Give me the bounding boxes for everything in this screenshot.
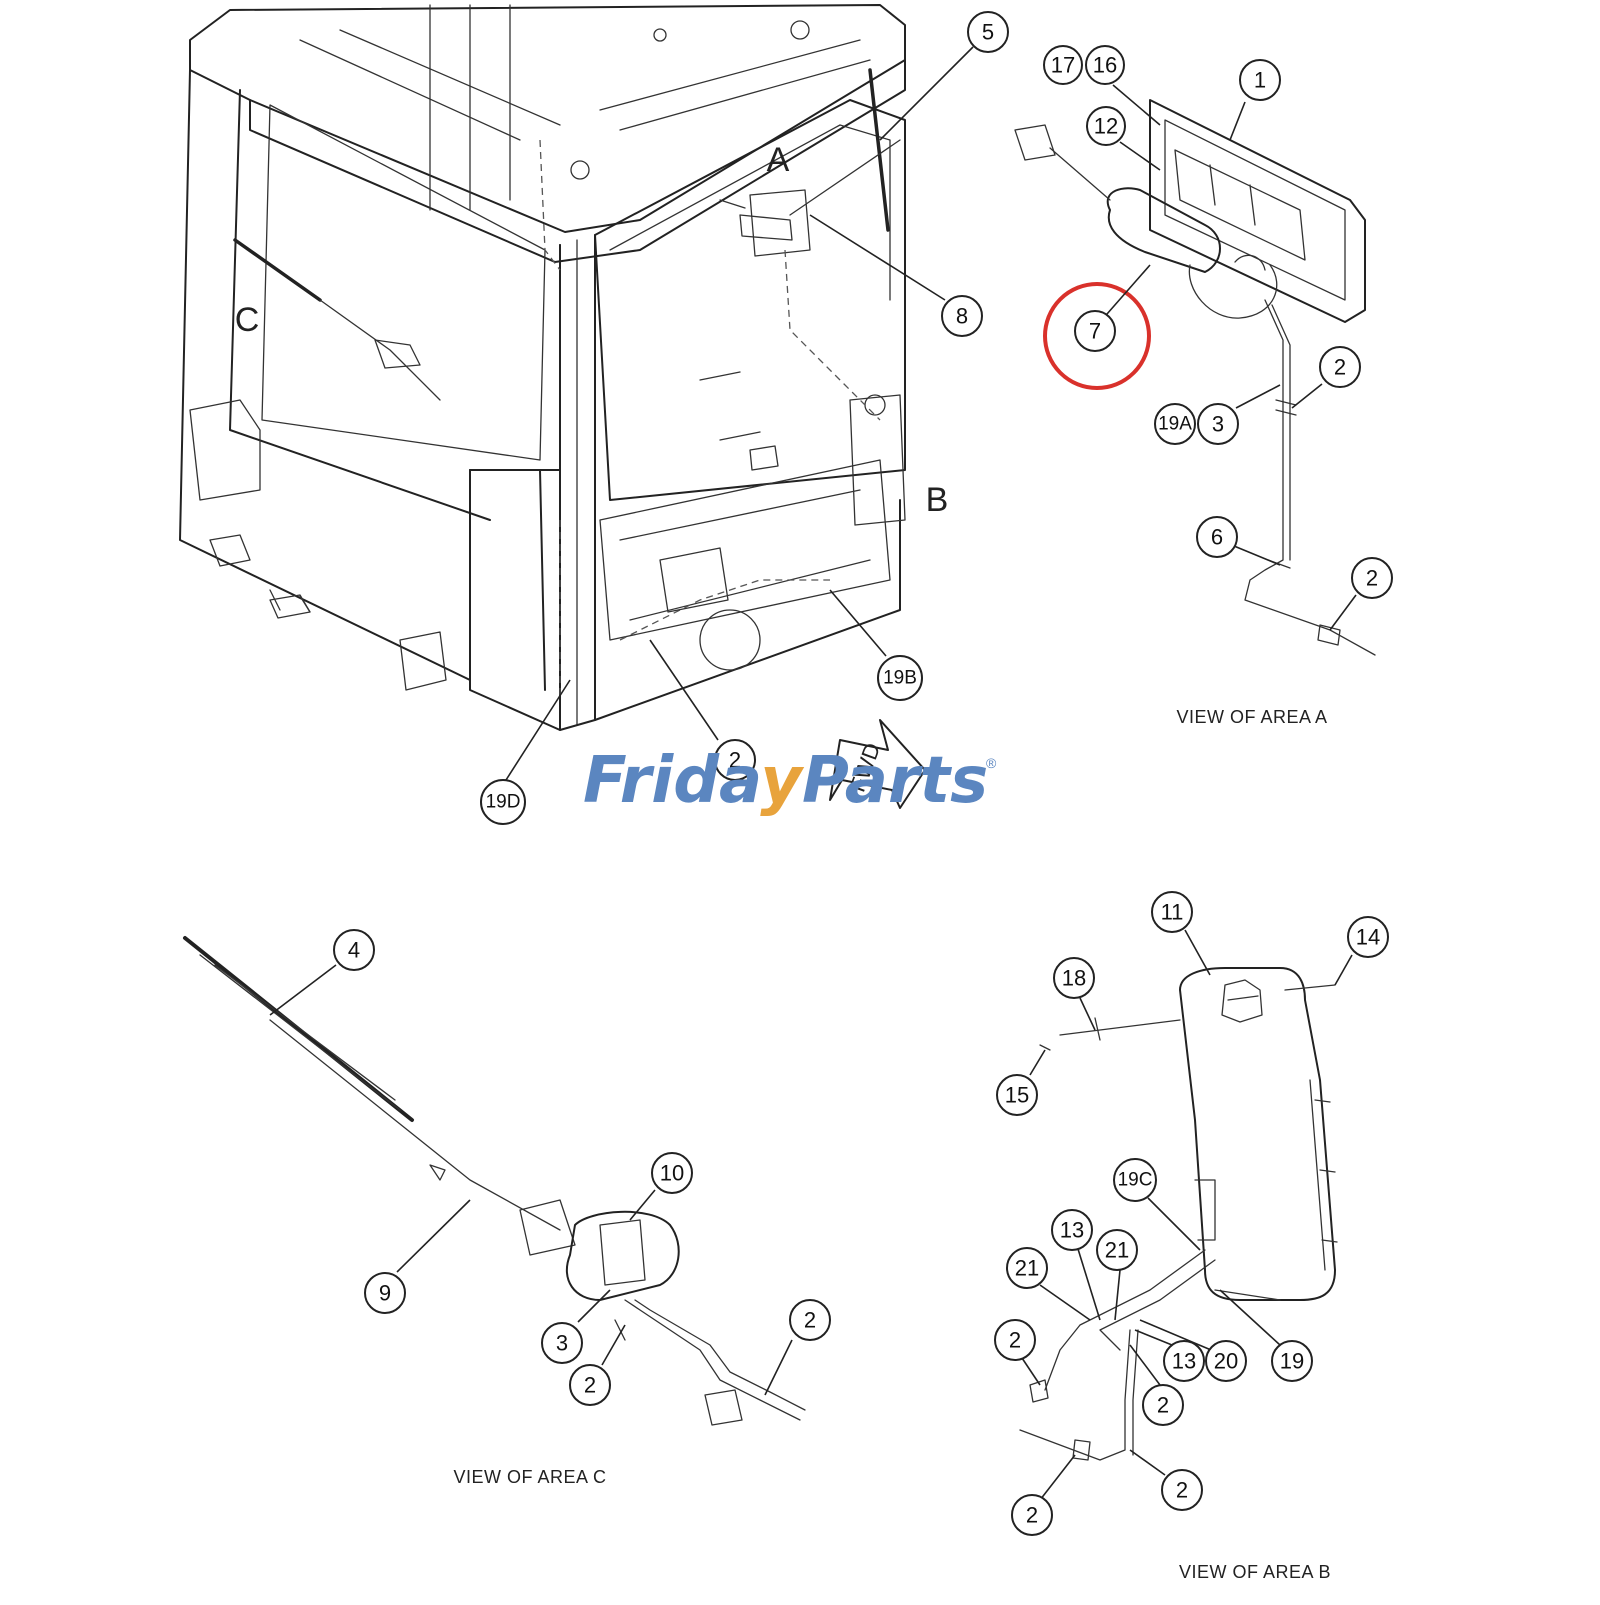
callout: 5 (967, 11, 1009, 53)
callout-label: 2 (1366, 566, 1378, 591)
callout-label: 10 (660, 1161, 684, 1186)
callout-label: 9 (379, 1281, 391, 1306)
callout-label: 19C (1118, 1170, 1153, 1191)
callout-label: 2 (729, 748, 741, 773)
callout-label: 3 (1212, 412, 1224, 437)
svg-text:FridayParts: FridayParts (583, 744, 988, 818)
caption-area-c: VIEW OF AREA C (453, 1467, 606, 1487)
watermark-text-part1: Frida (583, 744, 760, 818)
callout-label: 18 (1062, 966, 1086, 991)
caption-area-a: VIEW OF AREA A (1176, 707, 1327, 727)
callout: 8 (941, 295, 983, 337)
callout: 1 (1239, 59, 1281, 101)
callout-label: 3 (556, 1331, 568, 1356)
callout-label: 21 (1015, 1256, 1039, 1281)
callout: 19C (1113, 1158, 1157, 1202)
callout: 3 (1197, 403, 1239, 445)
callout: 21 (1006, 1247, 1048, 1289)
callout-label: 21 (1105, 1238, 1129, 1263)
callout: 6 (1196, 516, 1238, 558)
highlight-ring (1043, 282, 1151, 390)
callout: 10 (651, 1152, 693, 1194)
leader-lines (269, 46, 1357, 1501)
callout-label: 2 (1026, 1503, 1038, 1528)
callout: 2 (714, 739, 756, 781)
callout: 2 (1161, 1469, 1203, 1511)
callout: 3 (541, 1322, 583, 1364)
callout: 13 (1163, 1340, 1205, 1382)
callout: 12 (1086, 106, 1126, 146)
area-letter-a: A (767, 141, 790, 179)
callout-label: 19A (1158, 414, 1192, 435)
callout: 2 (994, 1319, 1036, 1361)
callout: 2 (1011, 1494, 1053, 1536)
watermark-text-part2: Parts (802, 744, 988, 818)
callout-label: 2 (1009, 1328, 1021, 1353)
callout-label: 12 (1094, 114, 1118, 139)
callout: 2 (1351, 557, 1393, 599)
callout-label: 5 (982, 20, 994, 45)
area-letter-b: B (926, 481, 949, 519)
callout: 19 (1271, 1340, 1313, 1382)
callout-label: 19 (1280, 1349, 1304, 1374)
callout: 16 (1085, 45, 1125, 85)
callout-label: 8 (956, 304, 968, 329)
callout: 2 (569, 1364, 611, 1406)
watermark-check-glyph: y (760, 744, 804, 818)
callout-label: 11 (1161, 900, 1184, 925)
callout: 7 (1074, 310, 1116, 352)
callout: 4 (333, 929, 375, 971)
area-c-illustration (183, 936, 806, 1426)
area-a-illustration (1014, 99, 1376, 656)
callout-label: 2 (584, 1373, 596, 1398)
callout-label: 19B (883, 668, 917, 689)
callout-label: 17 (1051, 53, 1075, 78)
callout: 18 (1053, 957, 1095, 999)
area-letter-c: C (235, 301, 260, 339)
callout-label: 13 (1172, 1349, 1196, 1374)
callout: 20 (1205, 1340, 1247, 1382)
callout-label: 13 (1060, 1218, 1084, 1243)
callout: 19B (877, 655, 923, 701)
callout: 13 (1051, 1209, 1093, 1251)
callout: 2 (789, 1299, 831, 1341)
callout: 2 (1319, 346, 1361, 388)
callout-label: 15 (1005, 1083, 1029, 1108)
callout-label: 14 (1356, 925, 1380, 950)
callout-label: 2 (1176, 1478, 1188, 1503)
callout: 14 (1347, 916, 1389, 958)
callout-label: 4 (348, 938, 360, 963)
callout: 15 (996, 1074, 1038, 1116)
callout-label: 7 (1089, 319, 1101, 344)
callout-label: 19D (486, 792, 521, 813)
cab-illustration (179, 4, 906, 731)
callout: 9 (364, 1272, 406, 1314)
caption-area-b: VIEW OF AREA B (1179, 1562, 1331, 1582)
callout-label: 16 (1093, 53, 1117, 78)
callout-label: 2 (804, 1308, 816, 1333)
callout: 19A (1154, 403, 1196, 445)
callout-label: 6 (1211, 525, 1223, 550)
watermark-logo: FridayParts ® (583, 744, 997, 818)
callout-label: 2 (1334, 355, 1346, 380)
callout-label: 2 (1157, 1393, 1169, 1418)
callout: 11 (1151, 891, 1193, 933)
callout: 2 (1142, 1384, 1184, 1426)
watermark-registered-mark: ® (986, 755, 997, 771)
callout: 21 (1096, 1229, 1138, 1271)
callout: 17 (1043, 45, 1083, 85)
callout-label: 20 (1214, 1349, 1238, 1374)
callout-label: 1 (1254, 68, 1266, 93)
callout: 19D (480, 779, 526, 825)
